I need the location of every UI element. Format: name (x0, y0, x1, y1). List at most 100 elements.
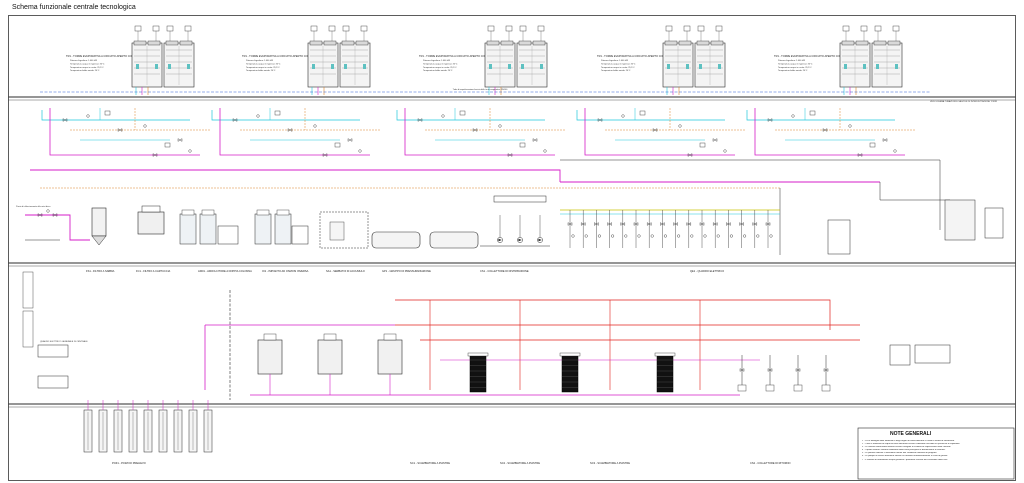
notes-title: NOTE GENERALI (890, 431, 932, 437)
water-inlet-marker (876, 64, 879, 69)
cyan-pipe (746, 110, 895, 121)
exchanger-frame (467, 352, 489, 357)
valve-body (739, 222, 744, 226)
valve-body (752, 222, 757, 226)
note-item: 2 - Tutte le tubazioni di acqua di torre… (862, 443, 961, 446)
page-title: Schema funzionale centrale tecnologica (12, 4, 136, 11)
valve-body (739, 368, 745, 372)
motor-box-icon (715, 25, 723, 32)
instrument-box-icon (334, 142, 341, 148)
water-inlet-marker (667, 64, 670, 69)
motor-box-icon (152, 25, 160, 32)
right-panel (914, 344, 951, 364)
magenta-pipe (49, 108, 200, 156)
well-pump-unit (317, 339, 343, 375)
tower-fan-icon (309, 40, 323, 46)
tower-spec: Temperatura acqua in uscita: 29,5°C (246, 66, 280, 69)
instrument-box-icon (821, 384, 831, 392)
tower-fan-icon (518, 40, 532, 46)
instrument-box-icon (809, 110, 816, 116)
gauge-icon (650, 234, 654, 238)
softener-column (274, 213, 292, 245)
equipment-caption: OI1 - IMPIANTO AD OSMOSI INVERSA (262, 269, 309, 273)
instrument-box-icon (639, 110, 646, 116)
tower-fan-icon (664, 40, 678, 46)
valve-body (37, 213, 43, 217)
valve-body (652, 128, 658, 132)
valve-icon (765, 222, 771, 226)
note-item: 5 - Le portate indicate si intendono rif… (862, 452, 937, 455)
valve-icon (712, 138, 718, 142)
valve-icon (652, 128, 658, 132)
water-inlet-marker (540, 64, 543, 69)
valve-icon (752, 222, 757, 226)
note-item: 4 - I quadri elettrici saranno alimentat… (862, 449, 946, 452)
valve-icon (739, 222, 744, 226)
tower-caption: TR1 - TORRE EVAPORATIVA A CIRCUITO APERT… (242, 54, 338, 58)
water-inlet-marker (344, 64, 347, 69)
instrument-box-icon (519, 142, 526, 148)
gauge-icon (769, 234, 773, 238)
pump-arrow (538, 238, 542, 242)
pump-head (383, 333, 397, 341)
equipment-caption: CS1 - COLLETTORE DI DISTRIBUZIONE (480, 269, 529, 273)
valve-body (117, 128, 123, 132)
cyan-pipe (576, 110, 725, 121)
valve-icon (647, 222, 652, 226)
valve-body (633, 222, 639, 226)
tower-fan-icon (855, 40, 869, 46)
valve-body (177, 138, 183, 142)
gauge-icon (703, 234, 707, 238)
pump-head (263, 333, 277, 341)
magenta-pipe (754, 108, 905, 156)
water-inlet-marker (312, 64, 315, 69)
valve-icon (532, 138, 538, 142)
well-pump-unit (377, 339, 403, 375)
valve-icon (673, 222, 678, 226)
instrument-box-icon (274, 110, 281, 116)
gauge-icon (256, 114, 260, 118)
pump-arrow (498, 238, 502, 242)
valve-icon (726, 222, 731, 226)
right-panel (984, 207, 1004, 239)
valve-body (62, 118, 68, 122)
well-pump-unit (257, 339, 283, 375)
valve-icon (37, 213, 43, 217)
valve-icon (713, 222, 718, 226)
valve-body (472, 128, 478, 132)
ro-unit-frame (319, 211, 369, 249)
tower-spec: Temperatura bulbo umido: 24°C (70, 69, 100, 72)
tower-spec: Potenza frigorifera: 1.000 kW (423, 59, 450, 62)
note-item: 7 - Il sistema di trattamento acqua gara… (862, 458, 948, 461)
motor-box-icon (487, 25, 495, 32)
storage-tank (371, 231, 421, 249)
tower-spec: Temperatura bulbo umido: 24°C (423, 69, 453, 72)
column-head (256, 209, 270, 216)
gauge-icon (716, 234, 720, 238)
filter-head (141, 205, 161, 213)
plate-heat-exchanger (656, 355, 674, 393)
instrument-box-icon (104, 110, 111, 116)
valve-body (607, 222, 612, 226)
equipment-caption: SC2 - SCAMBIATORE A PIASTRE (500, 461, 540, 465)
gauge-icon (313, 124, 317, 128)
motor-box-icon (519, 25, 527, 32)
valve-icon (686, 222, 691, 226)
filter-cone (91, 235, 107, 246)
instrument-box-icon (793, 384, 803, 392)
magenta-pipe (219, 108, 370, 156)
valve-icon (660, 222, 665, 226)
motor-box-icon (134, 25, 142, 32)
tower-spec: Temperatura acqua in uscita: 29,5°C (423, 66, 457, 69)
valve-body (620, 222, 625, 226)
valve-body (673, 222, 678, 226)
gauge-icon (663, 234, 667, 238)
tower-spec: Temperatura bulbo umido: 24°C (601, 69, 631, 72)
column-head (181, 209, 195, 216)
column-head (276, 209, 290, 216)
valve-icon (417, 118, 423, 122)
tower-fan-icon (355, 40, 369, 46)
valve-body (767, 118, 773, 122)
tower-spec: Temperatura acqua in ingresso: 35°C (778, 62, 813, 65)
valve-icon (795, 368, 801, 372)
